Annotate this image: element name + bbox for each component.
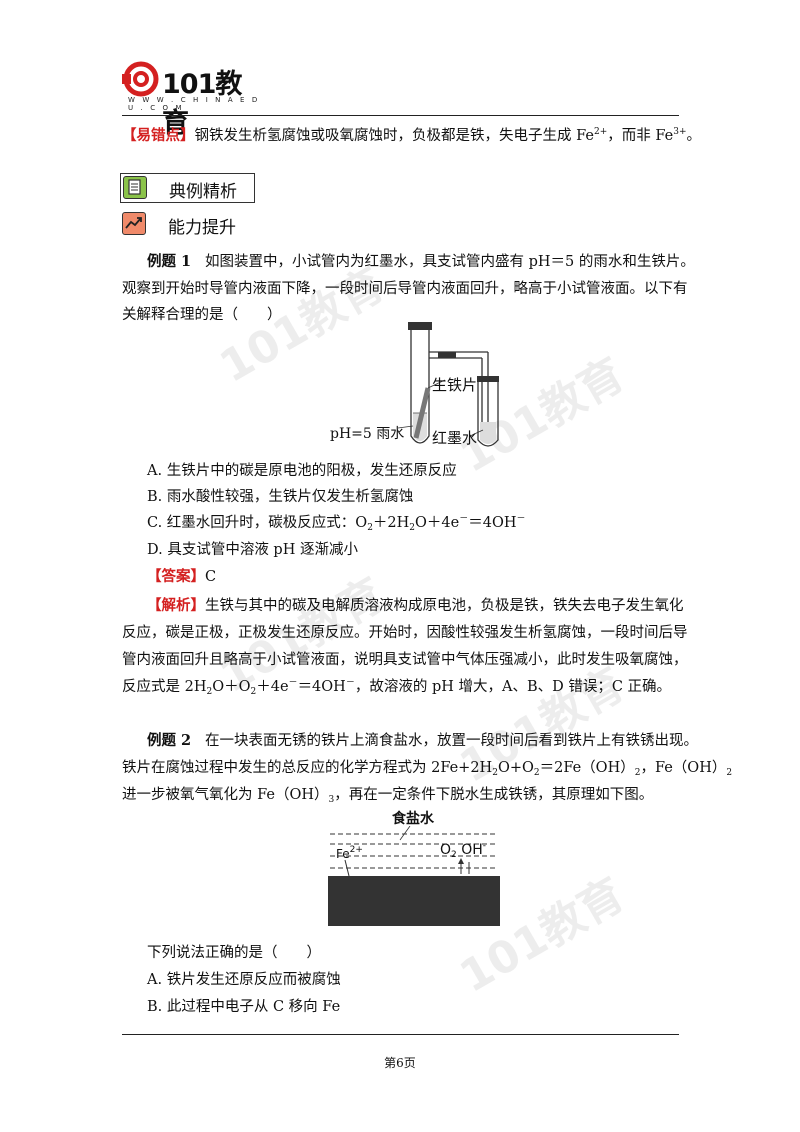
ex1-option-d: D. 具支试管中溶液 pH 逐渐减小 <box>147 542 358 558</box>
logo-icon <box>122 61 159 97</box>
ex1-line1: 例题 1 如图装置中，小试管内为红墨水，具支试管内盛有 pH＝5 的雨水和生铁片… <box>147 253 695 270</box>
ex1-option-c: C. 红墨水回升时，碳极反应式：O2＋2H2O＋4e－＝4OH－ <box>147 514 526 533</box>
brand-logo: 101教育 W W W . C H I N A E D U . C O M <box>122 60 262 139</box>
ex2-line2: 铁片在腐蚀过程中发生的总反应的化学方程式为 2Fe+2H2O+O2＝2Fe（OH… <box>122 760 733 778</box>
section-title: 能力提升 <box>168 218 236 238</box>
label-salt-water: 食盐水 <box>392 811 434 827</box>
section-ability: 能力提升 <box>120 210 255 240</box>
logo-subtitle: W W W . C H I N A E D U . C O M <box>128 96 260 112</box>
ex2-option-b: B. 此过程中电子从 C 移向 Fe <box>147 999 341 1015</box>
apparatus-figure <box>397 322 499 447</box>
ex1-analysis-3: 管内液面回升且略高于小试管液面，说明具支试管中气体压强减小，此时发生吸氧腐蚀， <box>122 652 688 668</box>
document-icon <box>123 176 147 199</box>
label-red-ink: 红墨水 <box>432 429 478 447</box>
tip-line: 【易错点】钢铁发生析氢腐蚀或吸氧腐蚀时，负极都是铁，失电子生成 Fe2+，而非 … <box>122 127 701 144</box>
ex1-line3: 关解释合理的是（ ） <box>122 307 282 323</box>
label-o2-oh: O2 OH- <box>440 841 487 860</box>
label-iron-sheet: 生铁片 <box>432 376 478 394</box>
ex1-analysis-4: 反应式是 2H2O＋O2＋4e－＝4OH－，故溶液的 pH 增大，A、B、D 错… <box>122 678 672 697</box>
ex1-analysis-2: 反应，碳是正极，正极发生还原反应。开始时，因酸性较强发生析氢腐蚀，一段时间后导 <box>122 625 688 641</box>
section-typical-examples: 典例精析 <box>120 173 255 203</box>
ex2-question: 下列说法正确的是（ ） <box>147 945 321 961</box>
ex1-option-b: B. 雨水酸性较强，生铁片仅发生析氢腐蚀 <box>147 489 414 505</box>
ex1-answer: 【答案】C <box>147 568 217 585</box>
label-rain-water: pH=5 雨水 <box>330 426 405 442</box>
logo-text: 101教育 <box>162 69 242 139</box>
ex2-line1: 例题 2 在一块表面无锈的铁片上滴食盐水，放置一段时间后看到铁片上有铁锈出现。 <box>147 732 698 749</box>
page-number: 第6页 <box>384 1056 416 1070</box>
ex2-option-a: A. 铁片发生还原反应而被腐蚀 <box>147 972 341 988</box>
ex1-analysis-1: 【解析】生铁与其中的碳及电解质溶液构成原电池，负极是铁，铁失去电子发生氧化 <box>147 597 684 614</box>
trend-up-icon <box>122 212 146 235</box>
ex1-option-a: A. 生铁片中的碳是原电池的阳极，发生还原反应 <box>147 463 457 479</box>
label-fe-ion: Fe2+ <box>336 845 363 862</box>
corrosion-figure <box>328 826 500 926</box>
header-divider <box>122 115 679 116</box>
footer-divider <box>122 1034 679 1035</box>
ex1-line2: 观察到开始时导管内液面下降，一段时间后导管内液面回升，略高于小试管液面。以下有 <box>122 281 688 297</box>
ex2-line3: 进一步被氧气氧化为 Fe（OH）3，再在一定条件下脱水生成铁锈，其原理如下图。 <box>122 787 654 805</box>
tip-label: 【易错点】 <box>122 127 195 144</box>
section-title: 典例精析 <box>169 182 237 202</box>
